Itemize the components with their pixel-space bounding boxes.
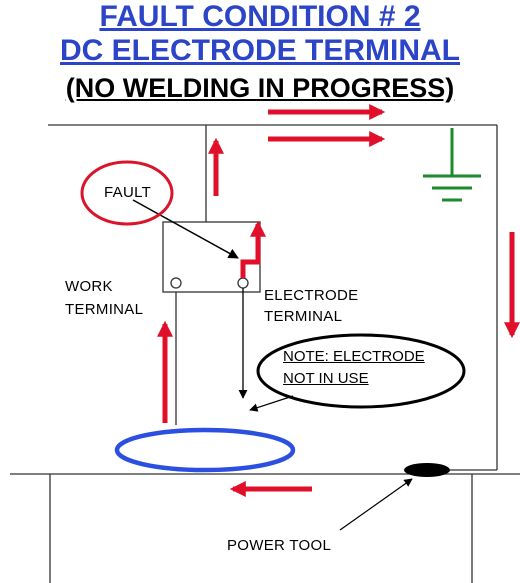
fault-ellipse <box>80 160 174 226</box>
title-line-3: (NO WELDING IN PROGRESS) <box>65 73 455 103</box>
power-tool-label: POWER TOOL <box>227 537 332 554</box>
fault-label: FAULT <box>104 184 152 201</box>
electrode-terminal-post <box>237 277 249 289</box>
title-line-2: DC ELECTRODE TERMINAL <box>60 34 460 67</box>
power-tool-icon <box>404 463 450 477</box>
current-arrows <box>156 103 520 498</box>
note-line-1: NOTE: ELECTRODE <box>283 348 425 365</box>
title-line-1: FAULT CONDITION # 2 <box>99 0 421 33</box>
fault-pointer-arrow <box>132 199 239 259</box>
circuit-wires <box>10 124 520 583</box>
note-ellipse <box>256 333 466 409</box>
note-pointer-arrow <box>249 395 294 412</box>
note-line-2: NOT IN USE <box>283 370 369 387</box>
work-clamp-ring <box>114 427 296 473</box>
work-terminal-label-2: TERMINAL <box>65 301 144 318</box>
electrode-terminal-label-1: ELECTRODE <box>264 287 359 304</box>
work-terminal-post <box>170 277 182 289</box>
electrode-terminal-label-2: TERMINAL <box>264 308 343 325</box>
work-terminal-label-1: WORK <box>65 278 113 295</box>
ground-icon <box>423 128 481 202</box>
power-tool-pointer-arrow <box>339 478 413 531</box>
current-arrow-fault <box>240 220 267 278</box>
